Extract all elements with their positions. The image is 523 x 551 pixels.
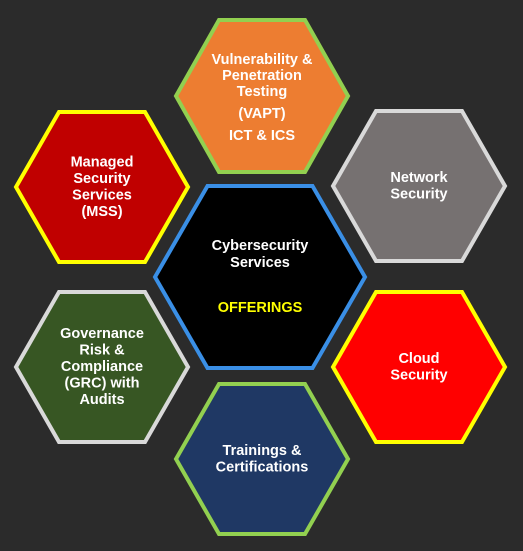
hex-grc xyxy=(13,290,191,444)
hex-mss-label: Security xyxy=(73,171,130,187)
hex-center xyxy=(152,184,368,370)
center-highlight: OFFERINGS xyxy=(218,300,303,316)
center-title: Services xyxy=(230,255,290,271)
hex-trainings-label: Trainings & xyxy=(223,443,302,459)
hex-network-security-label: Security xyxy=(390,186,447,202)
hex-vapt-label: (VAPT) xyxy=(238,106,285,122)
hex-cloud-security-label: Security xyxy=(390,367,447,383)
hex-network-security xyxy=(330,109,508,263)
hex-vapt xyxy=(173,18,351,174)
hex-trainings xyxy=(173,382,351,536)
hex-vapt-label: Vulnerability & xyxy=(212,52,314,68)
hex-vapt-label: ICT & ICS xyxy=(229,128,295,144)
hex-mss xyxy=(13,110,191,264)
center-title: Cybersecurity xyxy=(212,238,309,254)
hex-network-security-label: Network xyxy=(390,170,448,186)
hex-grc-label: (GRC) with xyxy=(65,376,140,392)
hex-vapt-label: Testing xyxy=(237,84,287,100)
hex-grc-label: Risk & xyxy=(79,343,125,359)
hex-trainings-label: Certifications xyxy=(216,459,309,475)
hex-cloud-security xyxy=(330,290,508,444)
hex-mss-label: Services xyxy=(72,187,132,203)
hex-grc-label: Governance xyxy=(60,326,144,342)
hex-grc-label: Audits xyxy=(79,392,124,408)
hex-cloud-security-label: Cloud xyxy=(398,351,439,367)
hex-mss-label: (MSS) xyxy=(81,204,122,220)
hex-vapt-label: Penetration xyxy=(222,68,302,84)
hex-mss-label: Managed xyxy=(71,154,134,170)
hex-grc-label: Compliance xyxy=(61,359,143,375)
